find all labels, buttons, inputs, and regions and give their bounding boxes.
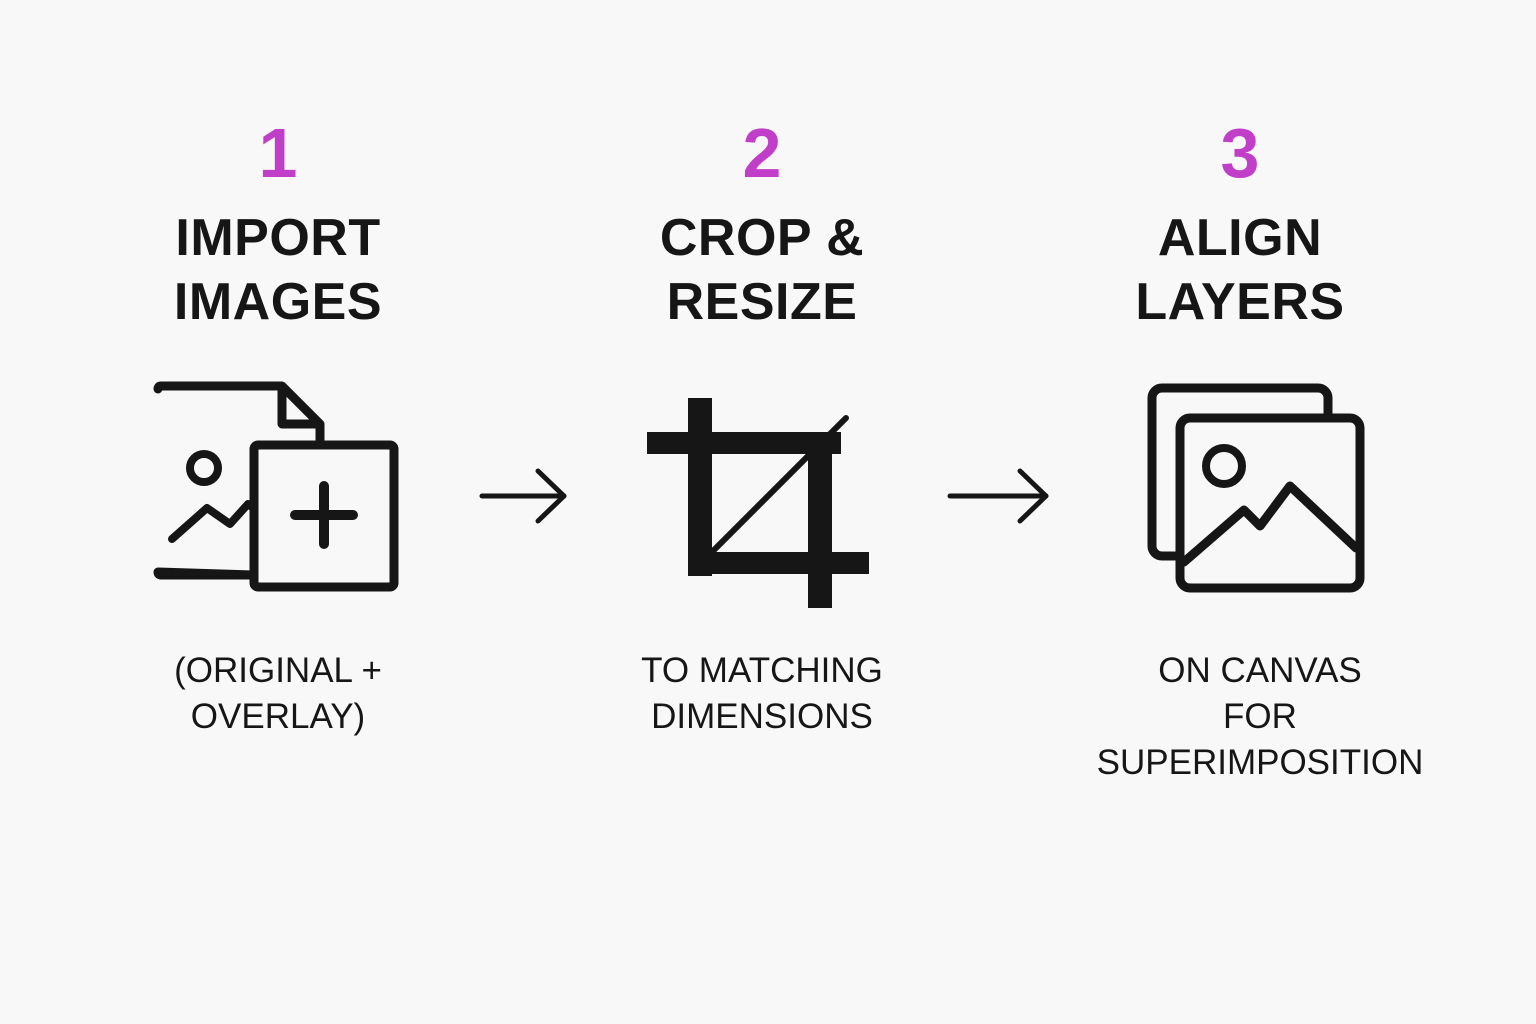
step-title: CROP & RESIZE bbox=[572, 206, 952, 334]
step-title: ALIGN LAYERS bbox=[1050, 206, 1430, 334]
step-number: 2 bbox=[742, 114, 782, 192]
step-title-line: ALIGN bbox=[1157, 209, 1323, 267]
step-title-line: IMPORT bbox=[175, 209, 381, 267]
step-title-line: CROP & bbox=[659, 209, 865, 267]
step-number: 3 bbox=[1220, 114, 1260, 192]
step-caption: (ORIGINAL + OVERLAY) bbox=[88, 648, 468, 740]
step-caption-line: FOR bbox=[1223, 697, 1297, 736]
step-caption-line: TO MATCHING bbox=[641, 651, 883, 690]
step-title-line: IMAGES bbox=[173, 273, 383, 331]
layered-images-icon bbox=[1147, 383, 1365, 593]
step-caption-line: (ORIGINAL + bbox=[174, 651, 382, 690]
step-caption-line: SUPERIMPOSITION bbox=[1096, 743, 1424, 782]
step-title: IMPORT IMAGES bbox=[88, 206, 468, 334]
step-caption-line: DIMENSIONS bbox=[651, 697, 873, 736]
image-add-icon bbox=[153, 381, 399, 592]
step-caption: TO MATCHING DIMENSIONS bbox=[572, 648, 952, 740]
crop-icon bbox=[647, 398, 869, 608]
arrow-right-icon bbox=[479, 468, 567, 524]
step-number: 1 bbox=[258, 114, 298, 192]
step-title-line: RESIZE bbox=[666, 273, 858, 331]
step-caption: ON CANVAS FOR SUPERIMPOSITION bbox=[1070, 648, 1450, 786]
step-caption-line: ON CANVAS bbox=[1158, 651, 1362, 690]
step-title-line: LAYERS bbox=[1135, 273, 1345, 331]
arrow-right-icon bbox=[947, 468, 1049, 524]
step-caption-line: OVERLAY) bbox=[190, 697, 366, 736]
